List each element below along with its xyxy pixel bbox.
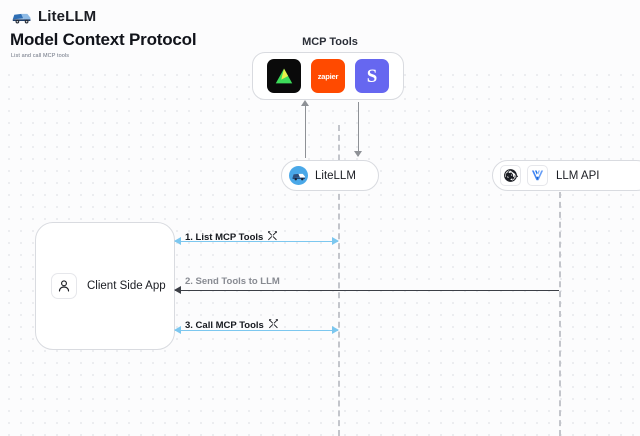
litellm-truck-logo-icon — [12, 10, 32, 24]
vertex-ai-logo-icon — [527, 165, 548, 186]
node-client-side-app[interactable]: Client Side App — [35, 222, 175, 350]
message-label-2: 2. Send Tools to LLM — [185, 276, 280, 287]
message-label-3-text: 3. Call MCP Tools — [185, 319, 264, 331]
arrow-mcp-to-litellm-head — [354, 151, 362, 157]
litellm-avatar-icon — [289, 166, 308, 185]
message-label-1: 1. List MCP Tools — [185, 230, 278, 244]
s-tool-label: S — [366, 65, 378, 87]
s-tool-icon[interactable]: S — [355, 59, 389, 93]
message-label-2-text: 2. Send Tools to LLM — [185, 276, 280, 287]
message-arrow-1-head-left — [174, 237, 181, 245]
node-llm-api[interactable]: LLM API — [492, 160, 640, 191]
brand: LiteLLM — [12, 8, 96, 25]
zapier-tool-icon[interactable]: zapier — [311, 59, 345, 93]
message-arrow-1-head-right — [332, 237, 339, 245]
zapier-tool-label: zapier — [317, 71, 339, 81]
lifeline-litellm — [338, 125, 340, 436]
message-arrow-3-head-left — [174, 326, 181, 334]
arrow-mcp-to-litellm-line — [358, 102, 359, 156]
node-client-side-app-label: Client Side App — [87, 280, 166, 292]
page-subtitle: List and call MCP tools — [11, 53, 70, 59]
user-person-icon — [51, 273, 77, 299]
mcp-tools-label: MCP Tools — [302, 36, 358, 48]
node-litellm-label: LiteLLM — [315, 169, 356, 182]
message-arrow-3-line — [175, 330, 338, 331]
arrow-litellm-to-mcp-head — [301, 100, 309, 106]
message-arrow-1-line — [175, 241, 338, 242]
mcp-tools-group: zapier S — [252, 52, 404, 100]
message-label-1-text: 1. List MCP Tools — [185, 231, 264, 243]
message-arrow-3-head-right — [332, 326, 339, 334]
arrow-litellm-to-mcp-line — [305, 104, 306, 158]
openai-logo-icon — [500, 165, 521, 186]
tools-wrench-icon — [268, 318, 279, 332]
message-label-3: 3. Call MCP Tools — [185, 318, 279, 332]
message-arrow-2-line — [175, 290, 559, 291]
lifeline-llm-api — [559, 192, 561, 436]
node-llm-api-label: LLM API — [556, 169, 600, 182]
tools-wrench-icon — [267, 230, 278, 244]
brand-name: LiteLLM — [38, 8, 97, 25]
page-title: Model Context Protocol — [10, 30, 197, 49]
message-arrow-2-head-left — [174, 286, 181, 294]
triangle-tool-icon[interactable] — [267, 59, 301, 93]
node-litellm[interactable]: LiteLLM — [281, 160, 379, 191]
